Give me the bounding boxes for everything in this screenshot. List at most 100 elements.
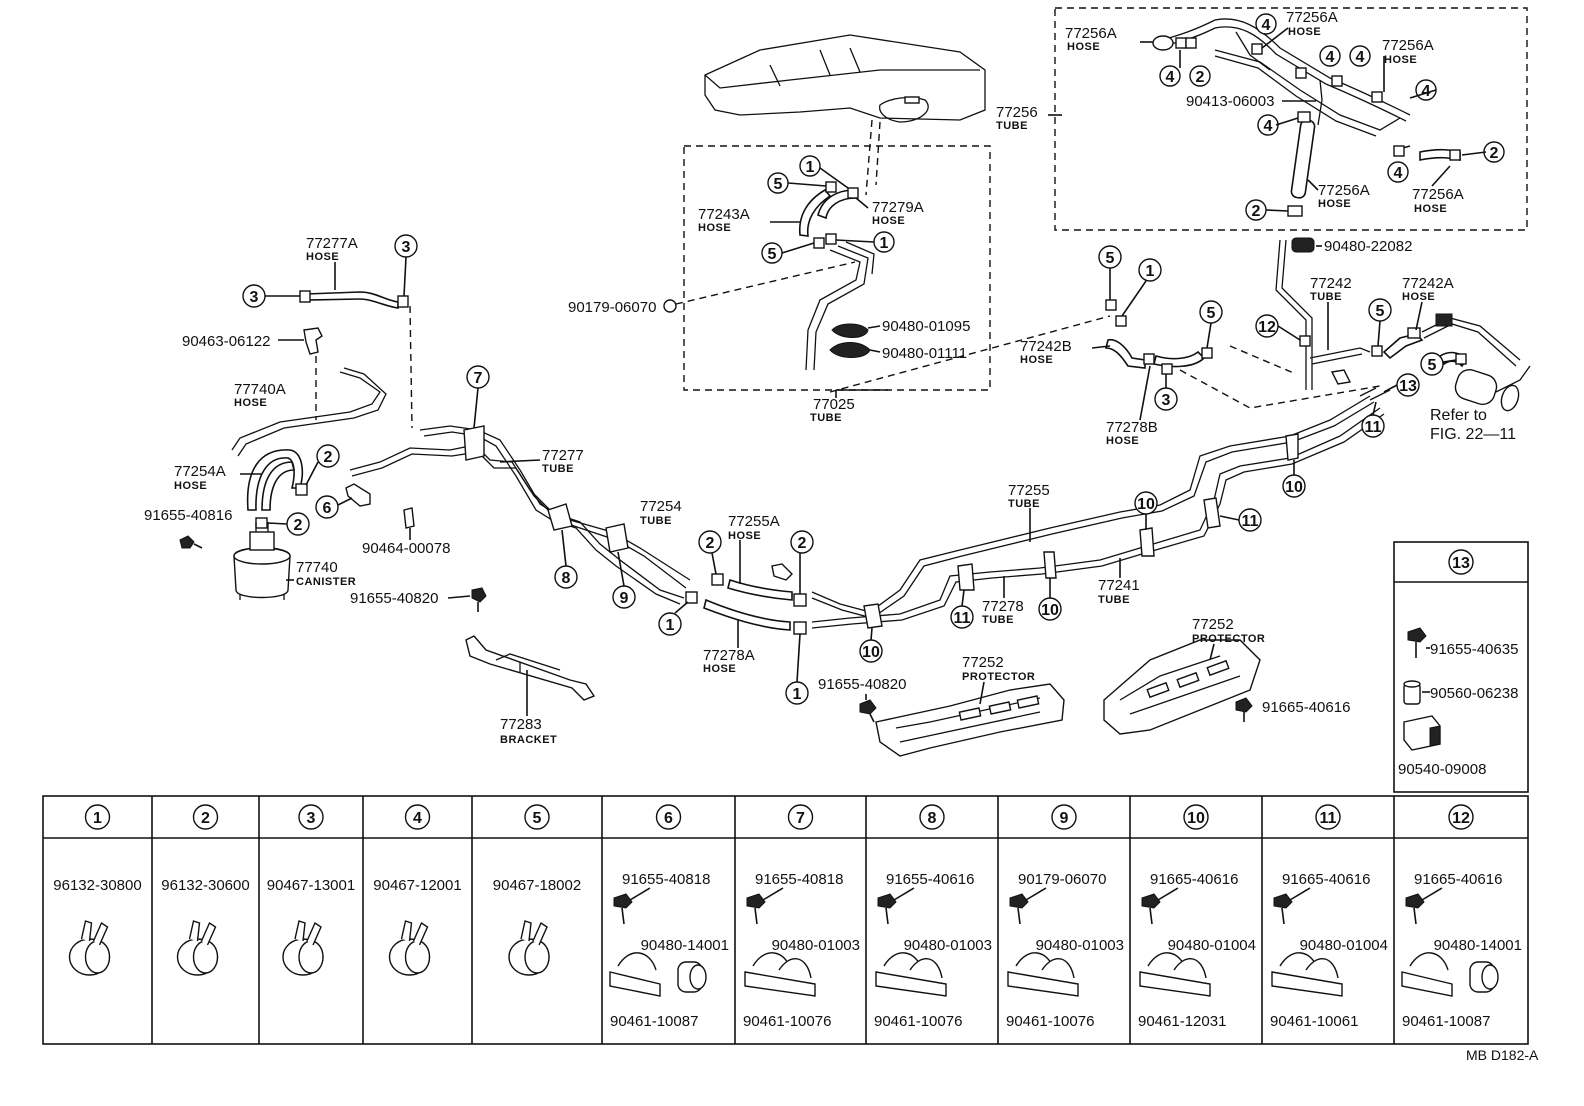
svg-text:3: 3	[250, 289, 259, 306]
svg-text:1: 1	[793, 686, 802, 703]
svg-text:5: 5	[1106, 250, 1115, 267]
table-part-bolt: 91655-40818	[755, 871, 843, 888]
table-part-number: 90467-13001	[267, 877, 355, 894]
svg-text:2: 2	[1490, 145, 1499, 162]
svg-text:HOSE: HOSE	[728, 530, 761, 542]
table-part-clamp: 90461-10061	[1270, 1013, 1358, 1030]
label-77278: 77278	[982, 598, 1024, 615]
label-77256A-c: 77256A	[1382, 37, 1434, 54]
svg-text:10: 10	[1285, 479, 1303, 496]
label-77256A-b: 77256A	[1286, 9, 1338, 26]
table-part-clamp: 90461-12031	[1138, 1013, 1226, 1030]
table-part-number: 90467-12001	[373, 877, 461, 894]
svg-text:HOSE: HOSE	[1384, 54, 1417, 66]
label-77252-a: 77252	[962, 654, 1004, 671]
table-part-cushion: 90480-14001	[1434, 937, 1522, 954]
inset-13: 13 91655-40635 90560-06238 90540-09008	[1393, 541, 1529, 793]
svg-text:12: 12	[1258, 319, 1276, 336]
svg-text:HOSE: HOSE	[872, 215, 905, 227]
svg-text:2: 2	[1252, 203, 1261, 220]
table-part-bolt: 91665-40616	[1282, 871, 1370, 888]
table-cell-4: 4 90467-12001	[362, 796, 462, 1044]
svg-text:HOSE: HOSE	[1067, 41, 1100, 53]
tube-77025-detail: 77243A HOSE 77279A HOSE 90480-01095 9048…	[568, 34, 991, 424]
table-cell-number: 4	[413, 810, 422, 827]
table-cell-11: 11 91665-40616 90480-01004 90461-10061	[1261, 796, 1388, 1044]
svg-text:HOSE: HOSE	[1106, 435, 1139, 447]
svg-text:13: 13	[1399, 378, 1417, 395]
svg-text:HOSE: HOSE	[1318, 198, 1351, 210]
svg-text:5: 5	[1428, 357, 1437, 374]
label-77256: 77256	[996, 104, 1038, 121]
svg-text:2: 2	[706, 535, 715, 552]
label-77256A-e: 77256A	[1412, 186, 1464, 203]
svg-text:HOSE: HOSE	[306, 251, 339, 263]
label-90480-01095: 90480-01095	[882, 318, 970, 335]
label-77243A: 77243A	[698, 206, 750, 223]
label-77740: 77740	[296, 559, 338, 576]
tube-77256-detail: 77256A HOSE 77256A HOSE 77256A HOSE 7725…	[996, 7, 1528, 231]
table-cell-number: 12	[1452, 810, 1470, 827]
inset13-part-1: 91655-40635	[1430, 641, 1518, 658]
table-part-clamp: 90461-10076	[874, 1013, 962, 1030]
svg-text:TUBE: TUBE	[640, 515, 672, 527]
table-part-bolt: 91655-40818	[622, 871, 710, 888]
table-cell-3: 3 90467-13001	[258, 796, 355, 1044]
table-part-number: 96132-30800	[53, 877, 141, 894]
svg-text:PROTECTOR: PROTECTOR	[962, 671, 1035, 683]
label-77242A: 77242A	[1402, 275, 1454, 292]
inset13-header: 13	[1448, 549, 1474, 575]
svg-text:4: 4	[1166, 69, 1175, 86]
svg-text:4: 4	[1262, 17, 1271, 34]
inset13-part-3: 90540-09008	[1398, 761, 1486, 778]
protectors: 77252 PROTECTOR 77252 PROTECTOR 91665-40…	[875, 616, 1350, 757]
svg-text:TUBE: TUBE	[1310, 291, 1342, 303]
table-part-bolt: 91655-40616	[886, 871, 974, 888]
svg-text:11: 11	[954, 610, 971, 627]
detail-box-77256	[1054, 7, 1528, 231]
table-part-cushion: 90480-01004	[1300, 937, 1388, 954]
svg-text:10: 10	[1041, 602, 1059, 619]
label-91655-40820-a: 91655-40820	[350, 590, 438, 607]
svg-text:1: 1	[666, 617, 675, 634]
table-part-bolt: 91665-40616	[1414, 871, 1502, 888]
table-part-clamp: 90461-10087	[610, 1013, 698, 1030]
svg-text:2: 2	[324, 449, 333, 466]
svg-text:4: 4	[1394, 165, 1403, 182]
label-77740A: 77740A	[234, 381, 286, 398]
svg-text:3: 3	[1162, 392, 1171, 409]
label-90464-00078: 90464-00078	[362, 540, 450, 557]
table-cell-number: 5	[533, 810, 542, 827]
svg-text:4: 4	[1326, 49, 1335, 66]
label-77254: 77254	[640, 498, 682, 515]
svg-text:1: 1	[806, 159, 815, 176]
svg-text:HOSE: HOSE	[1020, 354, 1053, 366]
svg-text:HOSE: HOSE	[1288, 26, 1321, 38]
table-part-cushion: 90480-01004	[1168, 937, 1256, 954]
table-cell-number: 3	[307, 810, 316, 827]
table-part-cushion: 90480-01003	[772, 937, 860, 954]
table-cell-number: 7	[796, 810, 805, 827]
table-part-cushion: 90480-01003	[904, 937, 992, 954]
svg-text:7: 7	[474, 370, 483, 387]
svg-text:2: 2	[1196, 69, 1205, 86]
table-cell-number: 6	[664, 810, 673, 827]
label-90480-22082: 90480-22082	[1324, 238, 1412, 255]
label-77241: 77241	[1098, 577, 1140, 594]
label-77283: 77283	[500, 716, 542, 733]
svg-text:4: 4	[1422, 83, 1431, 100]
table-cell-number: 11	[1320, 810, 1337, 827]
right-hose-group: 5 1 5 3 77242B HOSE 77278B HOSE 90480-22…	[829, 237, 1531, 447]
label-77025: 77025	[813, 396, 855, 413]
svg-text:13: 13	[1452, 555, 1470, 572]
table-cell-number: 8	[928, 810, 937, 827]
label-77254A: 77254A	[174, 463, 226, 480]
svg-text:TUBE: TUBE	[1008, 498, 1040, 510]
